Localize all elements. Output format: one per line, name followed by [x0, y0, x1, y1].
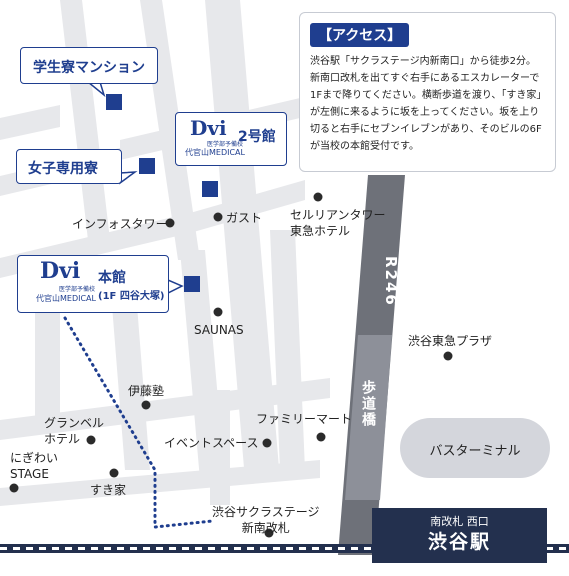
building2-callout	[175, 112, 287, 166]
logo-name-main: 代官山MEDICAL	[36, 294, 96, 303]
poi-dot	[109, 468, 119, 478]
logo-small-main: 医学部予備校	[59, 286, 96, 293]
pedestrian-bridge-label: 歩道橋	[360, 380, 376, 428]
road-label-r246: R246	[382, 256, 400, 307]
shibuya-station: 南改札 西口 渋谷駅	[372, 508, 547, 563]
logo-name-building2: 代官山MEDICAL	[185, 148, 245, 157]
bus-terminal	[400, 418, 550, 478]
poi-dot	[9, 483, 19, 493]
poi-eventspace: イベントスペース	[164, 436, 259, 450]
pedestrian-bridge	[345, 335, 392, 500]
poi-dot	[443, 351, 453, 361]
poi-tokyu-plaza: 渋谷東急プラザ	[408, 334, 493, 348]
logo-small-building2: 医学部予備校	[207, 141, 244, 148]
poi-dot	[213, 307, 223, 317]
poi-dot	[313, 192, 323, 202]
poi-grandbell-hotel: グランベル ホテル	[44, 416, 105, 446]
main-building-marker	[184, 276, 200, 292]
poi-dot	[264, 528, 274, 538]
poi-cerulean-tower: セルリアンタワー 東急ホテル	[290, 208, 386, 238]
poi-nigiwai-stage: にぎわい STAGE	[10, 451, 59, 481]
poi-dot	[165, 218, 175, 228]
logo-mark-building2: Dvi	[190, 116, 227, 140]
poi-familymart: ファミリーマート	[256, 412, 353, 426]
women-dorm-callout	[16, 149, 122, 184]
poi-dot	[316, 432, 326, 442]
station-name: 渋谷駅	[427, 531, 491, 553]
student-dorm-callout	[20, 47, 158, 84]
poi-sakura-stage: 渋谷サクラステージ 新南改札	[212, 505, 320, 535]
bus-terminal-label: バスターミナル	[429, 444, 521, 459]
poi-itojuku: 伊藤塾	[128, 384, 165, 398]
building2-marker	[202, 181, 218, 197]
access-title: 【アクセス】	[310, 23, 410, 47]
student-dorm-label: 学生寮マンション	[33, 60, 145, 76]
building2-label: 2号館	[238, 129, 276, 145]
poi-infostower: インフォスタワー	[72, 217, 168, 231]
poi-dot	[262, 438, 272, 448]
station-exit-label: 南改札 西口	[430, 515, 489, 528]
main-building-sublabel: (1F 四谷大塚)	[98, 291, 165, 302]
poi-dot	[86, 435, 96, 445]
women-dorm-marker	[139, 158, 155, 174]
main-building-callout	[17, 255, 169, 313]
poi-dot	[141, 400, 151, 410]
access-body: 渋谷駅「サクラステージ内新南口」から徒歩2分。新南口改札を出てすぐ右手にあるエス…	[310, 56, 542, 152]
poi-saunas: SAUNAS	[194, 323, 244, 337]
walking-route	[63, 316, 214, 529]
poi-sukiya: すき家	[90, 483, 127, 497]
poi-dot	[213, 212, 223, 222]
student-dorm-marker	[106, 94, 122, 110]
main-building-label: 本館	[98, 270, 126, 286]
poi-gusto: ガスト	[226, 211, 263, 225]
logo-mark-main: Dvi	[40, 258, 81, 284]
access-info-panel: 【アクセス】 渋谷駅「サクラステージ内新南口」から徒歩2分。新南口改札を出てすぐ…	[299, 12, 556, 172]
women-dorm-label: 女子専用寮	[28, 161, 98, 177]
